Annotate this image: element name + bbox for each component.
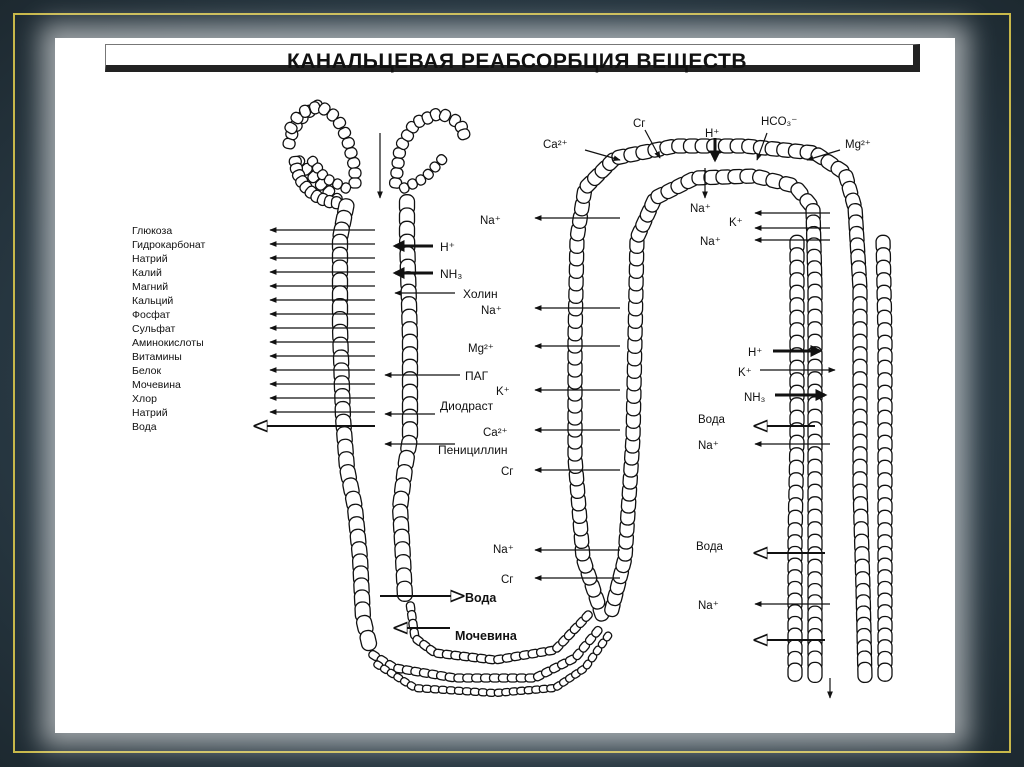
tubule-cell <box>349 168 361 178</box>
label-sulfate: Сульфат <box>132 323 175 335</box>
label-asc-na-2: Na⁺ <box>481 305 502 317</box>
label-top-hco3: HCO₃⁻ <box>761 116 797 128</box>
tubule-cell <box>390 167 403 178</box>
nephron-diagram: Глюкоза Гидрокарбонат Натрий Калий Магни… <box>55 38 955 733</box>
label-asc-k: K⁺ <box>496 386 510 398</box>
label-bicarbonate: Гидрокарбонат <box>132 239 206 251</box>
tubule-cell <box>858 662 872 682</box>
tubule-cell <box>397 581 413 602</box>
label-dist-water-1: Вода <box>698 414 726 426</box>
slide: КАНАЛЬЦЕВАЯ РЕАБСОРБЦИЯ ВЕЩЕСТВ Глюкоза … <box>55 38 955 733</box>
tubule-cell <box>808 662 822 682</box>
label-dist-water-2: Вода <box>696 541 724 553</box>
distal-labels: Na⁺ K⁺ Na⁺ H⁺ K⁺ NH₃ Вода Na⁺ Вода Na⁺ <box>690 203 766 612</box>
label-h-secretion: H⁺ <box>440 240 455 254</box>
label-dist-na-4: Na⁺ <box>698 600 719 612</box>
label-nh3-secretion: NH₃ <box>440 267 462 281</box>
label-loop-urea: Мочевина <box>455 629 518 643</box>
label-cholin: Холин <box>463 287 498 301</box>
label-chloride: Хлор <box>132 393 157 405</box>
label-sodium: Натрий <box>132 253 168 265</box>
label-water: Вода <box>132 421 157 433</box>
label-asc-na-3: Na⁺ <box>493 544 514 556</box>
tubule-cell <box>788 663 802 681</box>
label-asc-mg: Mg²⁺ <box>468 343 494 355</box>
tubule-cell <box>359 629 378 652</box>
label-dist-na-2: Na⁺ <box>700 236 721 248</box>
proximal-reabsorption-list: Глюкоза Гидрокарбонат Натрий Калий Магни… <box>132 225 206 433</box>
label-sodium-2: Натрий <box>132 407 168 419</box>
label-protein: Белок <box>132 365 161 377</box>
label-asc-ca: Ca²⁺ <box>483 427 508 439</box>
label-glucose: Глюкоза <box>132 225 172 237</box>
label-loop-water: Вода <box>465 591 497 605</box>
loop-labels: Вода Мочевина <box>455 591 518 643</box>
label-asc-cl-2: Cг <box>501 574 514 586</box>
label-dist-k-1: K⁺ <box>729 217 743 229</box>
label-dist-na-3: Na⁺ <box>698 440 719 452</box>
label-urea: Мочевина <box>132 379 181 391</box>
label-dist-h: H⁺ <box>748 347 762 359</box>
label-vitamins: Витамины <box>132 351 182 363</box>
label-pag: ПАГ <box>465 369 489 383</box>
label-asc-na-1: Na⁺ <box>480 215 501 227</box>
label-top-h: H⁺ <box>705 128 719 140</box>
label-magnesium: Магний <box>132 281 168 293</box>
label-dist-na-1: Na⁺ <box>690 203 711 215</box>
label-dist-nh3: NH₃ <box>744 392 766 404</box>
label-top-mg: Mg²⁺ <box>845 139 871 151</box>
label-amino-acids: Аминокислоты <box>132 337 204 349</box>
label-top-ca: Ca²⁺ <box>543 139 568 151</box>
label-calcium: Кальций <box>132 295 173 307</box>
tubule-cell <box>878 663 892 681</box>
tubule-cell <box>392 157 405 168</box>
label-diodrast: Диодраст <box>440 399 494 413</box>
label-dist-k-2: K⁺ <box>738 367 752 379</box>
label-potassium: Калий <box>132 267 162 279</box>
label-top-cl: Cг <box>633 118 646 130</box>
label-penicillin: Пенициллин <box>438 443 508 457</box>
label-phosphate: Фосфат <box>132 309 170 321</box>
label-asc-cl-1: Cг <box>501 466 514 478</box>
